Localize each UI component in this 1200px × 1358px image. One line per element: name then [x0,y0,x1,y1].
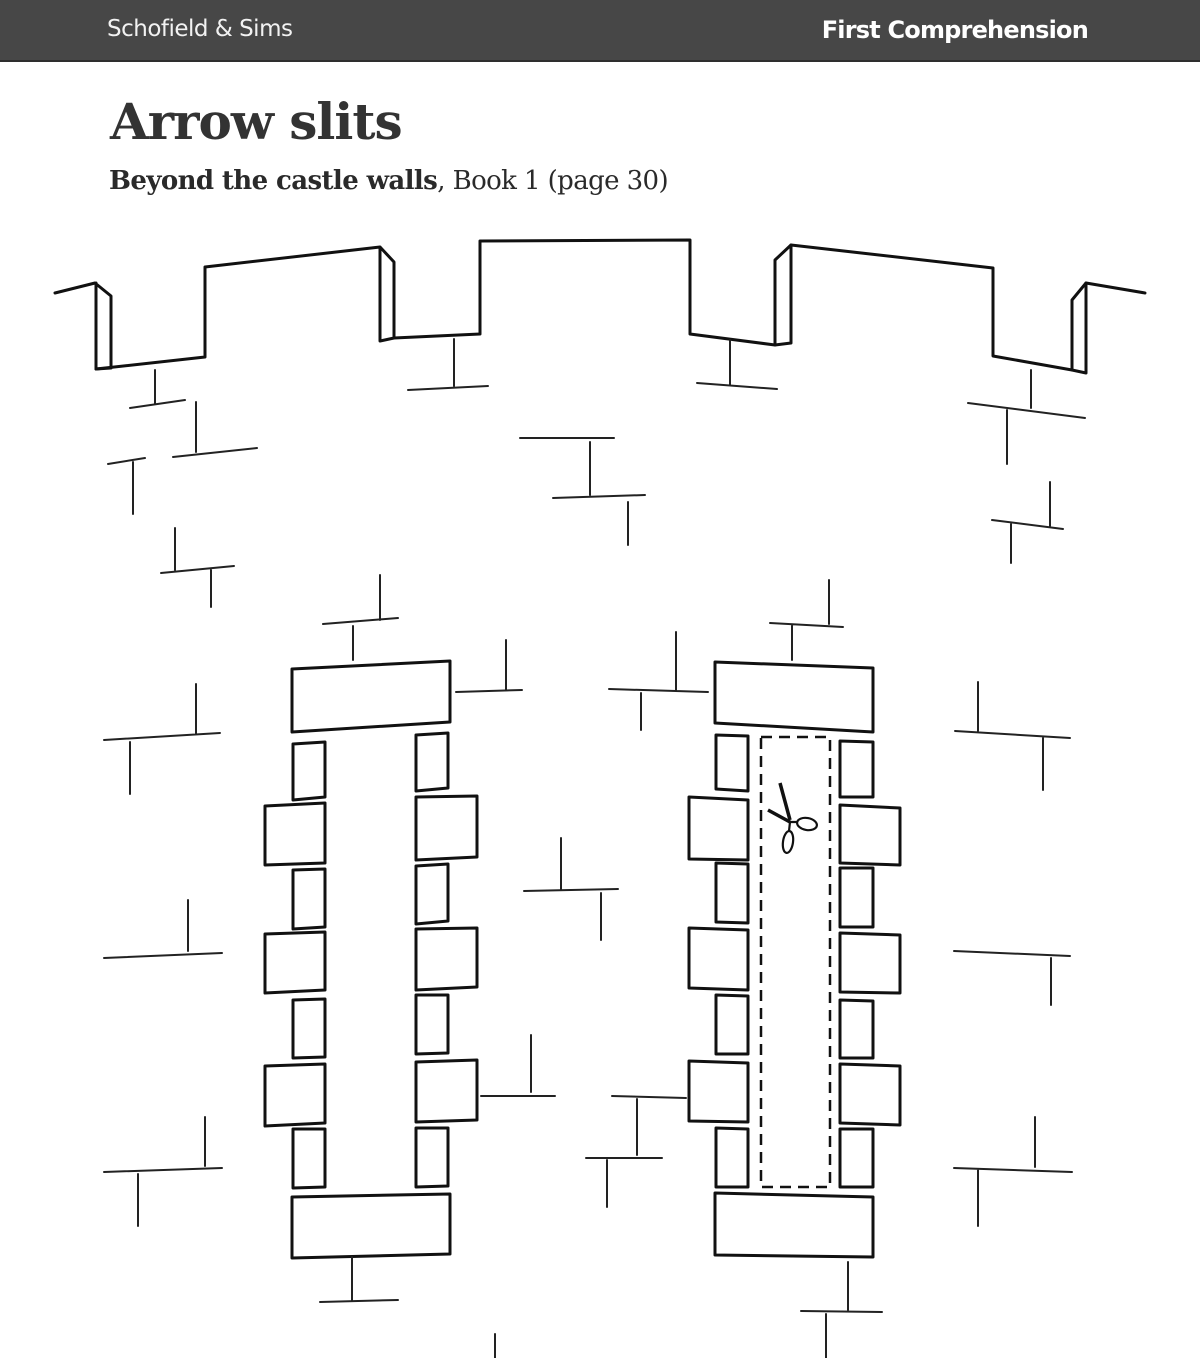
series-name: First Comprehension [821,16,1089,44]
page-title: Arrow slits [110,92,403,151]
page-subtitle: Beyond the castle walls, Book 1 (page 30… [109,166,669,196]
publisher-name: Schofield & Sims [107,16,293,42]
castle-drawing [53,238,1147,1358]
header-bar: Schofield & Sims First Comprehension [0,0,1200,62]
castle-wall-illustration [0,220,1200,1358]
scissors-icon [767,782,819,855]
book-reference: , Book 1 (page 30) [437,166,669,196]
book-title: Beyond the castle walls [109,166,438,196]
cut-line [759,735,832,1189]
